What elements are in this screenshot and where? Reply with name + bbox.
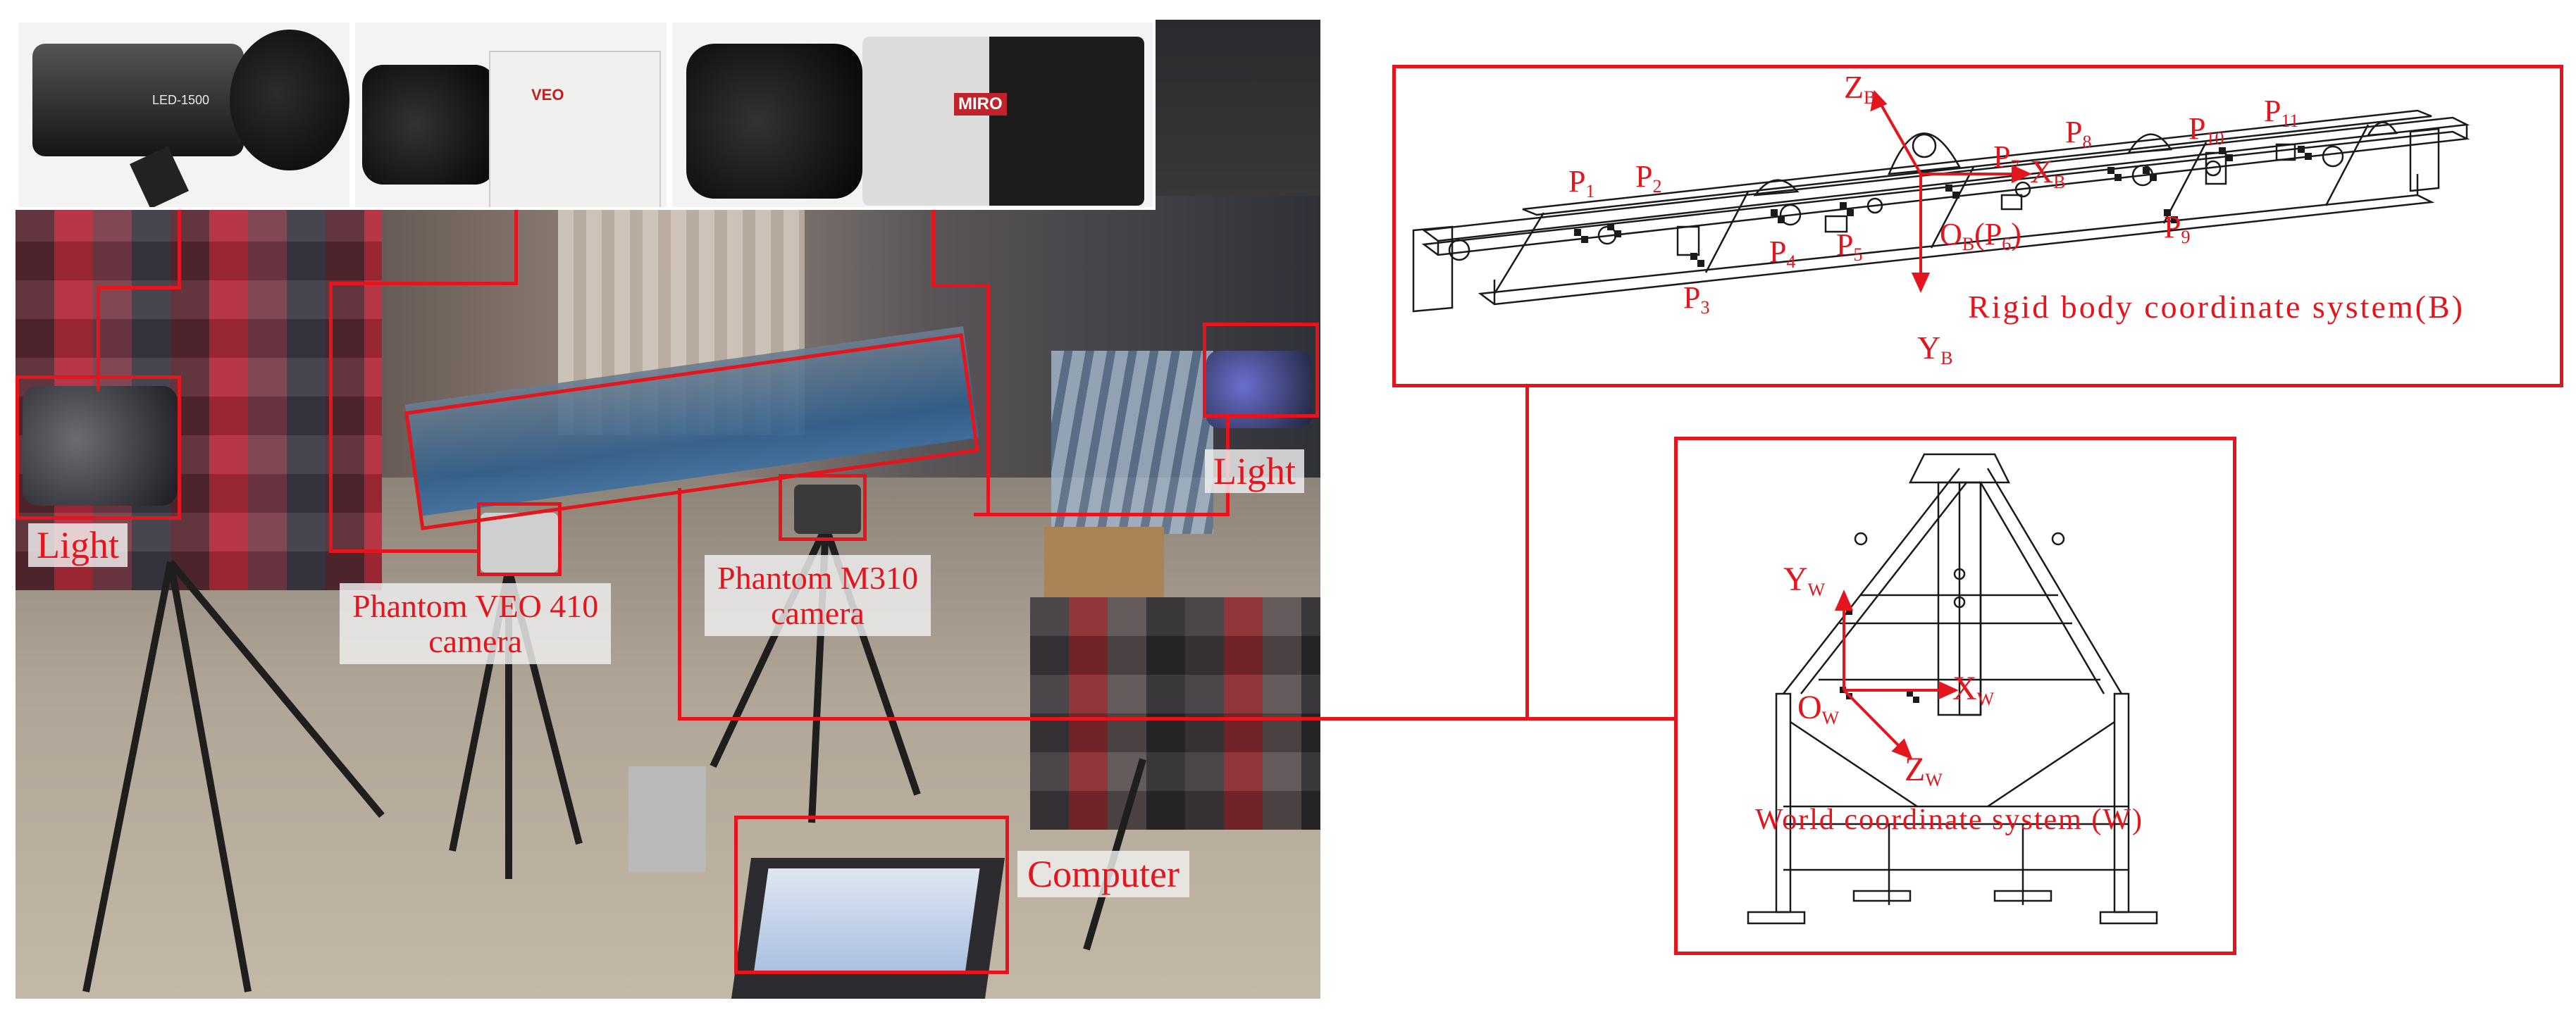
connector-light-thumb-v: [178, 210, 181, 287]
connector-veo-thumb-h2: [329, 549, 481, 553]
computer-box: [734, 816, 1009, 974]
experiment-photo: LED-1500 VEO MIRO Light Light Phantom VE…: [16, 20, 1320, 999]
computer-label: Computer: [1017, 851, 1189, 898]
connector-rig-down: [678, 488, 681, 721]
world-panel: YW XW ZW OW World coordinate system (W): [1674, 437, 2236, 955]
right-light-box: [1203, 323, 1319, 418]
world-frame-drawing: [1747, 453, 2158, 925]
rigid-body-drawing: [1412, 89, 2470, 313]
rigid-body-panel: P1 P2 P3 P4 P5 P7 P8 P9 P10 P11 ZB XB YB…: [1392, 65, 2563, 387]
origin-o-b: OB(P6): [1940, 217, 2021, 254]
point-p3: P3: [1683, 280, 1710, 318]
m310-label-line2: camera: [771, 594, 865, 631]
veo-camera-label: Phantom VEO 410 camera: [340, 583, 612, 665]
led-light-image: [32, 44, 244, 156]
veo-camera-box: [477, 502, 562, 576]
left-light-head: [23, 386, 178, 506]
veo-lens: [362, 65, 496, 185]
connector-miro-thumb-h2: [974, 513, 1227, 516]
veo-label-line2: camera: [428, 623, 523, 659]
veo-body: [489, 51, 661, 207]
miro-camera-thumbnail: MIRO: [669, 20, 1156, 210]
link-to-rigid-panel: [1525, 386, 1529, 718]
m310-camera-label: Phantom M310 camera: [705, 555, 931, 637]
veo-camera-body: [481, 513, 558, 573]
connector-light-thumb-h: [97, 286, 181, 289]
point-p2: P2: [1635, 159, 1662, 197]
point-p10: P10: [2188, 111, 2224, 149]
m310-label-line1: Phantom M310: [717, 560, 918, 596]
connector-veo-thumb-h: [329, 282, 518, 285]
light-thumbnail: LED-1500: [16, 20, 352, 210]
origin-o-w: OW: [1797, 689, 1840, 728]
led-light-lens: [230, 30, 349, 170]
point-p1: P1: [1568, 164, 1595, 201]
point-p7: P7: [1993, 139, 2020, 177]
m310-camera-box: [779, 474, 867, 541]
axis-y-w: YW: [1783, 561, 1826, 600]
point-p8: P8: [2065, 115, 2092, 152]
connector-miro-thumb-v2: [986, 284, 990, 516]
miro-lens: [686, 44, 862, 199]
left-light-box: [16, 375, 181, 520]
axis-z-w: ZW: [1905, 751, 1943, 790]
rigid-body-title: Rigid body coordinate system(B): [1968, 289, 2465, 325]
point-p4: P4: [1769, 235, 1796, 272]
led-model-text: LED-1500: [152, 93, 210, 107]
point-p11: P11: [2264, 94, 2299, 131]
connector-rig-right: [678, 717, 1320, 721]
link-to-world-panel: [1320, 717, 1680, 721]
axis-z-b: ZB: [1844, 69, 1876, 108]
connector-light-thumb-v2: [97, 286, 100, 392]
miro-body: [862, 37, 1144, 206]
light-right-label: Light: [1205, 449, 1304, 494]
point-p5: P5: [1836, 227, 1863, 265]
axis-x-b: XB: [2030, 154, 2066, 192]
veo-badge: VEO: [531, 86, 564, 104]
connector-miro-thumb-h: [931, 284, 988, 287]
connector-miro-thumb-v: [931, 210, 935, 287]
point-p9: P9: [2164, 210, 2191, 247]
m310-camera-body: [794, 485, 861, 534]
axis-x-w: XW: [1952, 670, 1995, 709]
switch-box: [628, 766, 706, 872]
veo-camera-thumbnail: VEO: [352, 20, 669, 210]
world-title: World coordinate system (W): [1755, 804, 2143, 836]
pixelated-region-right: [1030, 597, 1320, 830]
miro-badge: MIRO: [954, 93, 1007, 116]
axis-y-b: YB: [1917, 330, 1953, 368]
connector-veo-thumb-v: [514, 210, 518, 284]
blue-shutters: [1051, 351, 1213, 534]
light-left-label: Light: [28, 523, 128, 568]
connector-veo-thumb-v2: [329, 282, 333, 553]
veo-label-line1: Phantom VEO 410: [352, 588, 599, 624]
